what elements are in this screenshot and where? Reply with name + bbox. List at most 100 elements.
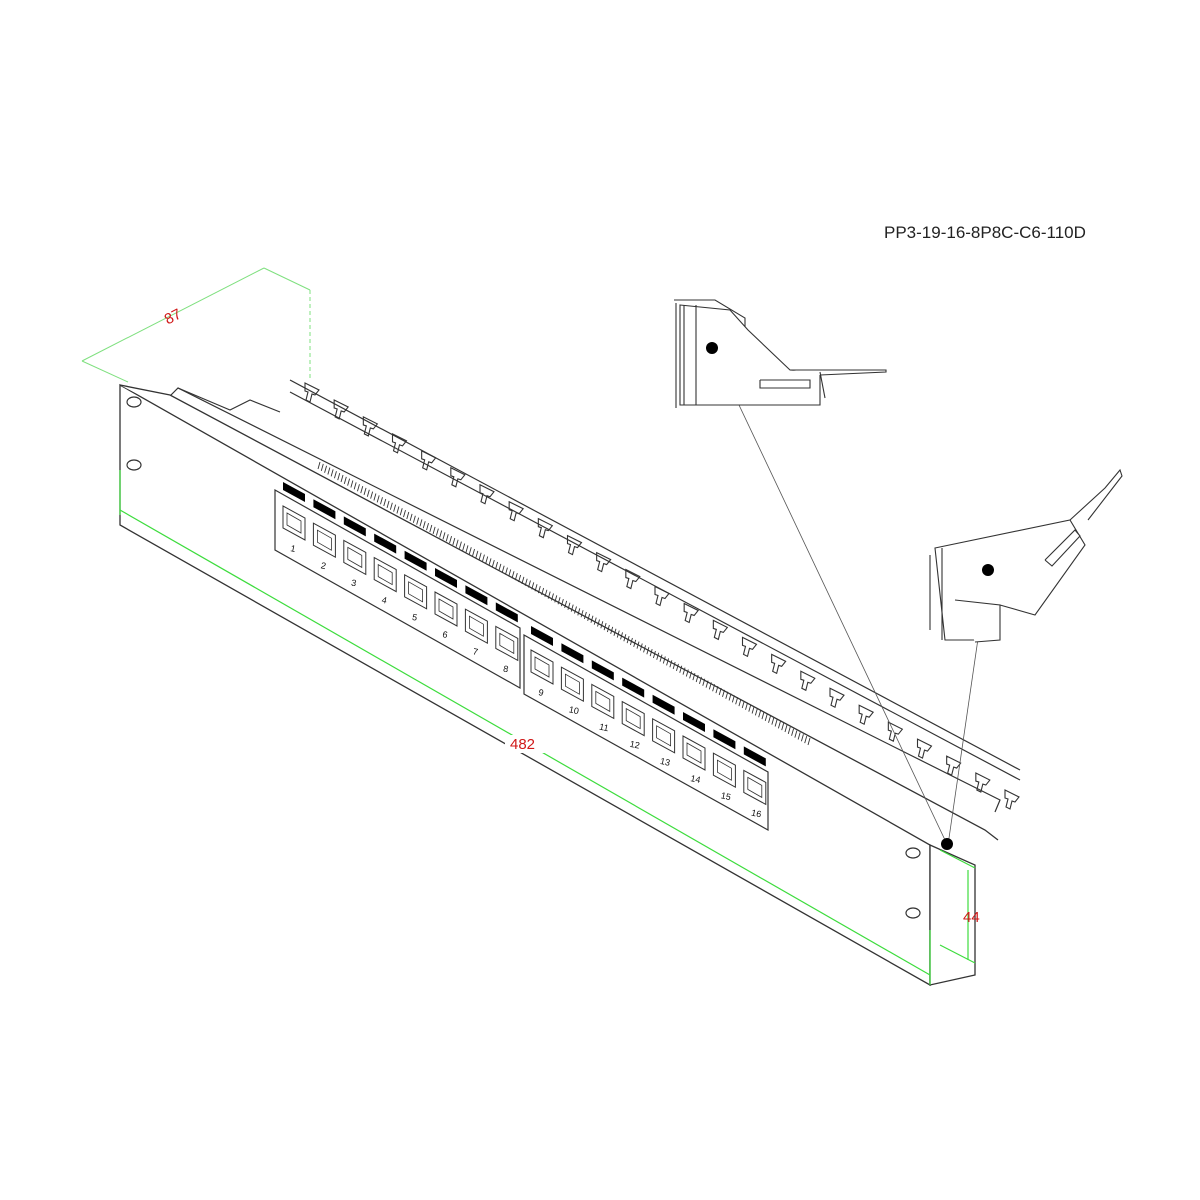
port-number: 6	[442, 629, 449, 640]
punchdown-contact	[422, 521, 426, 529]
port-label-block	[343, 516, 366, 537]
punchdown-contact	[593, 617, 597, 625]
cable-hook	[654, 585, 670, 607]
port-number: 4	[381, 595, 388, 606]
mounting-hole-top-left	[126, 396, 142, 408]
punchdown-contact	[383, 498, 387, 507]
punchdown-contact	[735, 697, 739, 705]
punchdown-contact	[347, 478, 351, 486]
punchdown-contact	[807, 737, 811, 746]
punchdown-contact	[613, 628, 617, 636]
rj45-port	[530, 649, 554, 685]
punchdown-contact	[689, 671, 693, 679]
port-number: 1	[290, 543, 297, 554]
cable-hook	[304, 382, 320, 403]
punchdown-contact	[580, 610, 584, 618]
port-label-block	[404, 550, 427, 571]
punchdown-contact	[501, 565, 505, 573]
mounting-holes	[126, 396, 921, 919]
rj45-port	[373, 556, 397, 593]
punchdown-contact	[702, 678, 706, 686]
punchdown-contact	[794, 730, 798, 738]
punchdown-contact	[524, 578, 528, 586]
port-number: 2	[320, 560, 327, 571]
punchdown-contact	[449, 535, 452, 544]
punchdown-contact	[685, 669, 689, 677]
punchdown-contact	[564, 600, 568, 609]
cable-hook	[362, 416, 379, 437]
punchdown-contact	[537, 585, 541, 594]
punchdown-contact	[574, 606, 577, 614]
port-label-block	[435, 568, 457, 588]
width-value: 482	[510, 736, 535, 753]
punchdown-contact	[722, 689, 725, 697]
rj45-port-opening	[534, 656, 550, 678]
punchdown-contact	[662, 656, 666, 664]
punchdown-contact	[748, 704, 752, 712]
punchdown-contact	[771, 717, 775, 725]
port-label-block	[743, 746, 766, 767]
rj45-port-opening	[438, 598, 454, 620]
punchdown-contact	[508, 569, 512, 577]
punchdown-contact	[669, 660, 673, 668]
port-label-block	[622, 677, 645, 698]
port-label-block	[561, 643, 584, 664]
punchdown-contact	[455, 539, 459, 547]
rj45-port-opening	[347, 546, 363, 569]
punchdown-contact	[587, 613, 591, 622]
punchdown-contact	[534, 584, 538, 592]
depth-value: 87	[162, 306, 185, 329]
punchdown-contact	[419, 519, 423, 527]
rj45-port	[560, 666, 584, 703]
punchdown-contact	[327, 467, 331, 475]
bracket-detail-angled-marker	[982, 564, 994, 576]
cable-hook	[858, 704, 875, 726]
mounting-hole-bottom-right	[905, 907, 921, 919]
punchdown-contact	[620, 632, 623, 640]
punchdown-contact	[380, 497, 383, 505]
port-number: 5	[411, 612, 418, 623]
rj45-port-opening	[625, 707, 641, 730]
rj45-port	[434, 591, 458, 627]
rj45-port	[312, 522, 336, 559]
rj45-port-opening	[468, 615, 484, 637]
punchdown-contact	[692, 673, 696, 681]
punchdown-contact	[478, 552, 482, 560]
cable-hook	[887, 721, 904, 742]
rj45-port-opening	[565, 673, 580, 695]
port-module-left	[274, 488, 521, 690]
punchdown-contact	[360, 485, 364, 494]
punchdown-contact	[366, 489, 370, 497]
bracket-detail-side	[674, 299, 887, 408]
punchdown-contact	[481, 554, 485, 562]
punchdown-contact	[629, 637, 633, 646]
punchdown-contact	[324, 465, 328, 473]
punchdown-contact	[350, 480, 354, 488]
punchdown-contact	[458, 541, 462, 549]
punchdown-contact	[406, 511, 410, 520]
punchdown-contact	[784, 724, 788, 733]
punchdown-contact	[731, 695, 735, 703]
port-number: 16	[750, 808, 762, 820]
cable-hook	[479, 483, 495, 505]
cable-hook	[829, 687, 845, 709]
rj45-port	[495, 625, 519, 662]
punchdown-contact	[363, 487, 367, 496]
punchdown-contact	[633, 639, 637, 647]
punchdown-contact	[791, 728, 794, 736]
bracket-detail-angled	[929, 468, 1123, 643]
punchdown-contact	[639, 643, 643, 651]
punchdown-contact	[649, 648, 653, 657]
rj45-port	[343, 539, 367, 576]
mounting-hole-top-right	[905, 847, 921, 859]
punchdown-contact	[472, 548, 475, 557]
punchdown-contact	[343, 476, 347, 484]
port-label-block	[531, 626, 553, 646]
cable-hook	[800, 670, 816, 692]
rj45-port	[591, 683, 615, 720]
height-dimension	[939, 849, 976, 964]
punchdown-contact	[774, 719, 778, 727]
port-label-block	[465, 585, 488, 606]
cable-hook	[916, 738, 933, 759]
punchdown-contact	[488, 558, 492, 566]
